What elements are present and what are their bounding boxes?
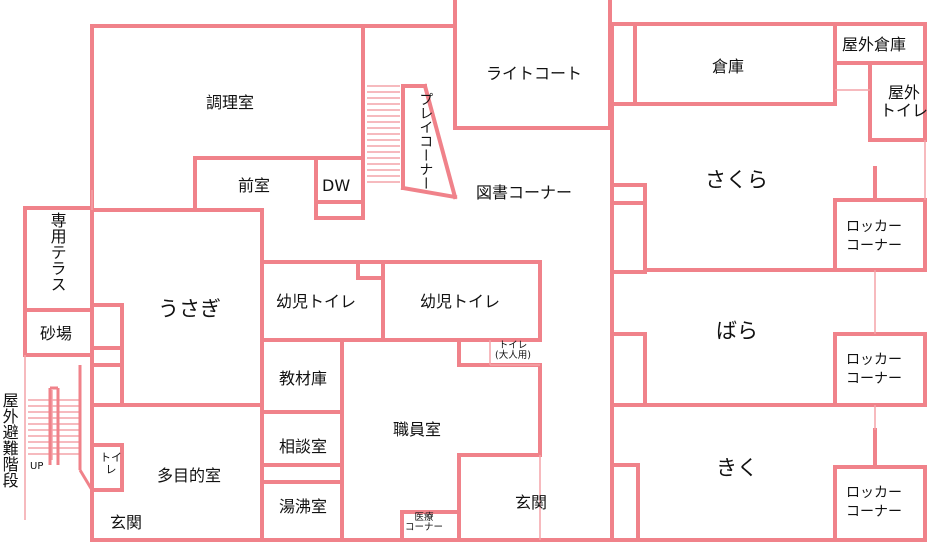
room-materials: 教材庫	[279, 369, 328, 388]
up-label: UP	[30, 461, 44, 472]
room-private-terrace: 専用テラス	[47, 212, 67, 292]
room-outdoor-toilet: 屋外 トイレ	[880, 83, 929, 120]
room-entrance-left: 玄関	[110, 513, 143, 532]
room-medical-corner: 医療 コーナー	[405, 512, 444, 534]
room-adult-toilet: トイレ (大人用)	[495, 340, 531, 362]
room-storage: 倉庫	[712, 57, 745, 76]
room-sakura: さくら	[705, 168, 768, 192]
room-locker-2: ロッカー コーナー	[846, 352, 902, 387]
room-consultation: 相談室	[279, 437, 328, 456]
room-toilet-small: トイ レ	[100, 451, 122, 477]
room-book-corner: 図書コーナー	[476, 183, 573, 202]
evacuation-stair-treads	[28, 399, 80, 455]
room-infant-toilet-1: 幼児トイレ	[276, 292, 357, 311]
room-outdoor-storage: 屋外倉庫	[842, 35, 907, 54]
wall	[422, 83, 458, 200]
room-bara: ばら	[716, 319, 758, 343]
room-kitchen: 調理室	[206, 93, 255, 112]
room-locker-1: ロッカー コーナー	[846, 219, 902, 254]
room-kiku: きく	[716, 456, 758, 480]
room-play-corner: プレイコーナー	[417, 92, 434, 190]
wall	[400, 185, 458, 200]
room-usagi: うさぎ	[158, 297, 221, 321]
room-boiler: 湯沸室	[279, 497, 328, 516]
room-multipurpose: 多目的室	[157, 466, 222, 485]
room-entrance-center: 玄関	[515, 493, 548, 512]
room-anteroom: 前室	[238, 176, 271, 195]
stair-treads	[367, 85, 400, 183]
evacuation-stairs-label: 屋外避難階段	[0, 392, 19, 488]
room-sandbox: 砂場	[40, 324, 73, 343]
room-staff-room: 職員室	[393, 420, 442, 439]
room-light-court: ライトコート	[486, 64, 583, 83]
room-dw: DW	[322, 176, 351, 195]
room-locker-3: ロッカー コーナー	[846, 485, 902, 520]
room-infant-toilet-2: 幼児トイレ	[420, 292, 501, 311]
